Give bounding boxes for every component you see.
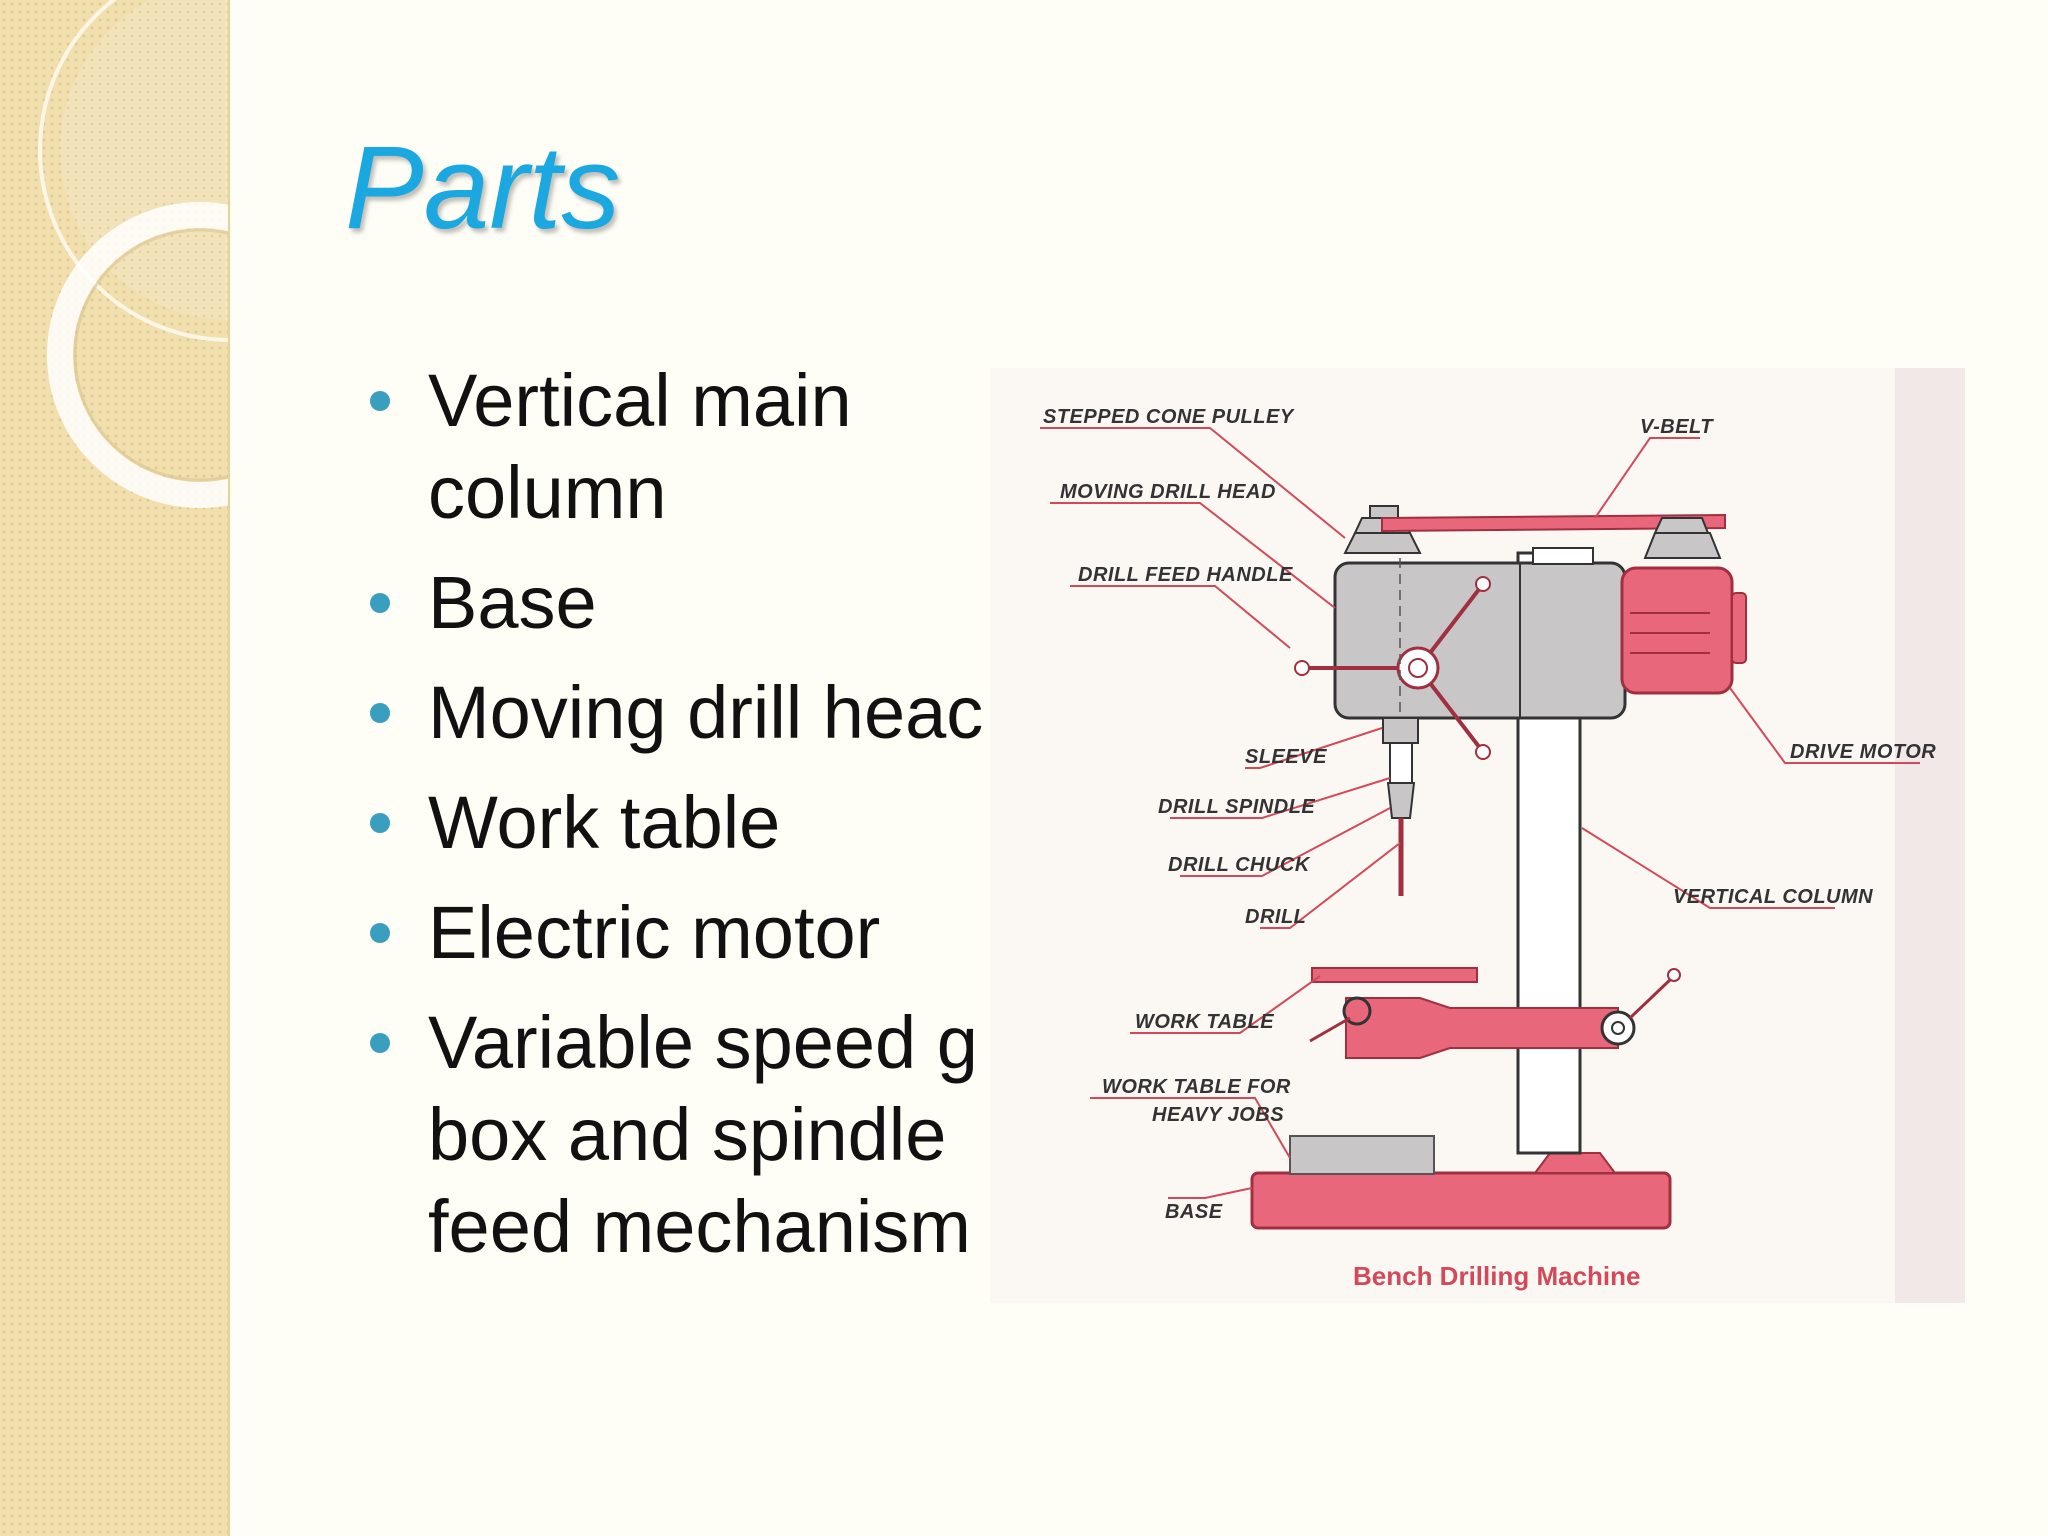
label-v-belt: V-BELT [1640,416,1714,438]
label-stepped-cone-pulley: STEPPED CONE PULLEY [1043,406,1295,428]
decorative-side-strip [0,0,230,1536]
decorative-rings [38,0,228,508]
label-drill-spindle: DRILL SPINDLE [1158,796,1315,818]
base-part [1250,1135,1672,1230]
leader-lines [1040,427,1920,1199]
work-table-part [1309,967,1681,1059]
bullet-item: Base [360,557,1000,649]
slide-title: Parts [345,122,621,254]
label-drill: DRILL [1245,906,1306,928]
bullet-dot-icon [370,593,390,613]
bullet-text: Work table [428,781,781,864]
bullet-dot-icon [370,391,390,411]
bullet-text: Variable speed g box and spindle feed me… [428,1001,978,1268]
label-vertical-column: VERTICAL COLUMN [1673,886,1873,908]
parts-bullet-list: Vertical main column Base Moving drill h… [360,355,1000,1275]
label-sleeve: SLEEVE [1245,746,1327,768]
label-base: BASE [1165,1201,1223,1223]
bullet-dot-icon [370,923,390,943]
bullet-dot-icon [370,813,390,833]
bullet-item: Vertical main column [360,355,1000,539]
machine-diagram: STEPPED CONE PULLEY V-BELT MOVING DRILL … [1040,368,1965,1303]
label-drive-motor: DRIVE MOTOR [1790,741,1936,763]
bench-drilling-machine-figure: STEPPED CONE PULLEY V-BELT MOVING DRILL … [990,368,1965,1303]
label-work-table: WORK TABLE [1135,1011,1274,1033]
label-work-table-heavy-line1: WORK TABLE FOR [1102,1076,1291,1098]
bullet-item: Moving drill heac [360,667,1000,759]
drill-head-part [1294,547,1627,888]
bullet-item: Electric motor [360,887,1000,979]
bullet-text: Base [428,561,597,644]
label-work-table-heavy-line2: HEAVY JOBS [1152,1104,1284,1126]
bullet-text: Electric motor [428,891,881,974]
label-moving-drill-head: MOVING DRILL HEAD [1060,481,1276,503]
label-drill-chuck: DRILL CHUCK [1168,854,1311,876]
drive-motor-part [1620,566,1747,695]
bullet-dot-icon [370,1033,390,1053]
bullet-dot-icon [370,703,390,723]
label-drill-feed-handle: DRILL FEED HANDLE [1078,564,1293,586]
figure-caption: Bench Drilling Machine [1353,1261,1641,1291]
pulley-belt-part [1343,505,1726,559]
bullet-text: Moving drill heac [428,671,984,754]
bullet-text: Vertical main column [428,359,852,534]
bullet-item: Work table [360,777,1000,869]
spindle-assembly-part [1382,717,1419,896]
bullet-item: Variable speed g box and spindle feed me… [360,997,1000,1273]
